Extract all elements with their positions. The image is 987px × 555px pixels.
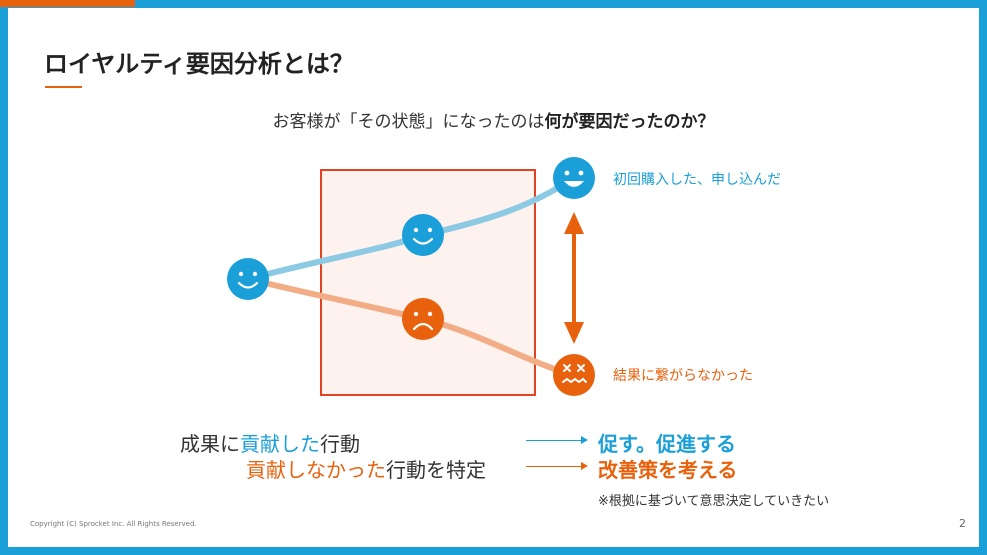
- title-underline: [45, 86, 82, 88]
- start-smile-face-icon: [227, 258, 269, 300]
- row1-text-b: 貢献した: [240, 432, 320, 456]
- highlight-box: [320, 169, 536, 396]
- page-title: ロイヤルティ要因分析とは？: [44, 50, 354, 78]
- page-number: 2: [959, 517, 966, 530]
- failure-label: 結果に繋がらなかった: [613, 368, 753, 384]
- question-part1: お客様が「その状態」になったのは: [272, 112, 545, 132]
- promote-action: 促す。促進する: [598, 432, 736, 456]
- frown-face-icon: [402, 298, 444, 340]
- dizzy-face-icon: [553, 354, 595, 396]
- noncontributing-action-row: 貢献しなかった行動を特定: [246, 454, 486, 483]
- journey-diagram: [227, 157, 595, 396]
- slide: ロイヤルティ要因分析とは？ お客様が「その状態」になったのは何が要因だったのか？: [8, 8, 979, 547]
- double-arrow-icon: [564, 212, 584, 344]
- question-part2: 何が要因だったのか？: [544, 112, 715, 132]
- top-accent-bar: [0, 0, 135, 7]
- orange-right-arrow-icon: [526, 462, 588, 470]
- row2-text-a: 貢献しなかった: [246, 458, 386, 482]
- row1-text-a: 成果に: [180, 432, 240, 456]
- row2-text-b: 行動を特定: [386, 458, 486, 482]
- row1-text-c: 行動: [320, 432, 360, 456]
- contributing-action-row: 成果に貢献した行動: [180, 428, 360, 457]
- question-text: お客様が「その状態」になったのは何が要因だったのか？: [8, 107, 979, 132]
- happy-face-icon: [553, 157, 595, 199]
- middle-smile-face-icon: [402, 214, 444, 256]
- improve-action: 改善策を考える: [598, 458, 738, 482]
- footnote: ※根拠に基づいて意思決定していきたい: [598, 494, 830, 509]
- copyright: Copyright (C) Sprocket Inc. All Rights R…: [30, 520, 197, 528]
- success-label: 初回購入した、申し込んだ: [613, 172, 781, 188]
- blue-right-arrow-icon: [526, 436, 588, 444]
